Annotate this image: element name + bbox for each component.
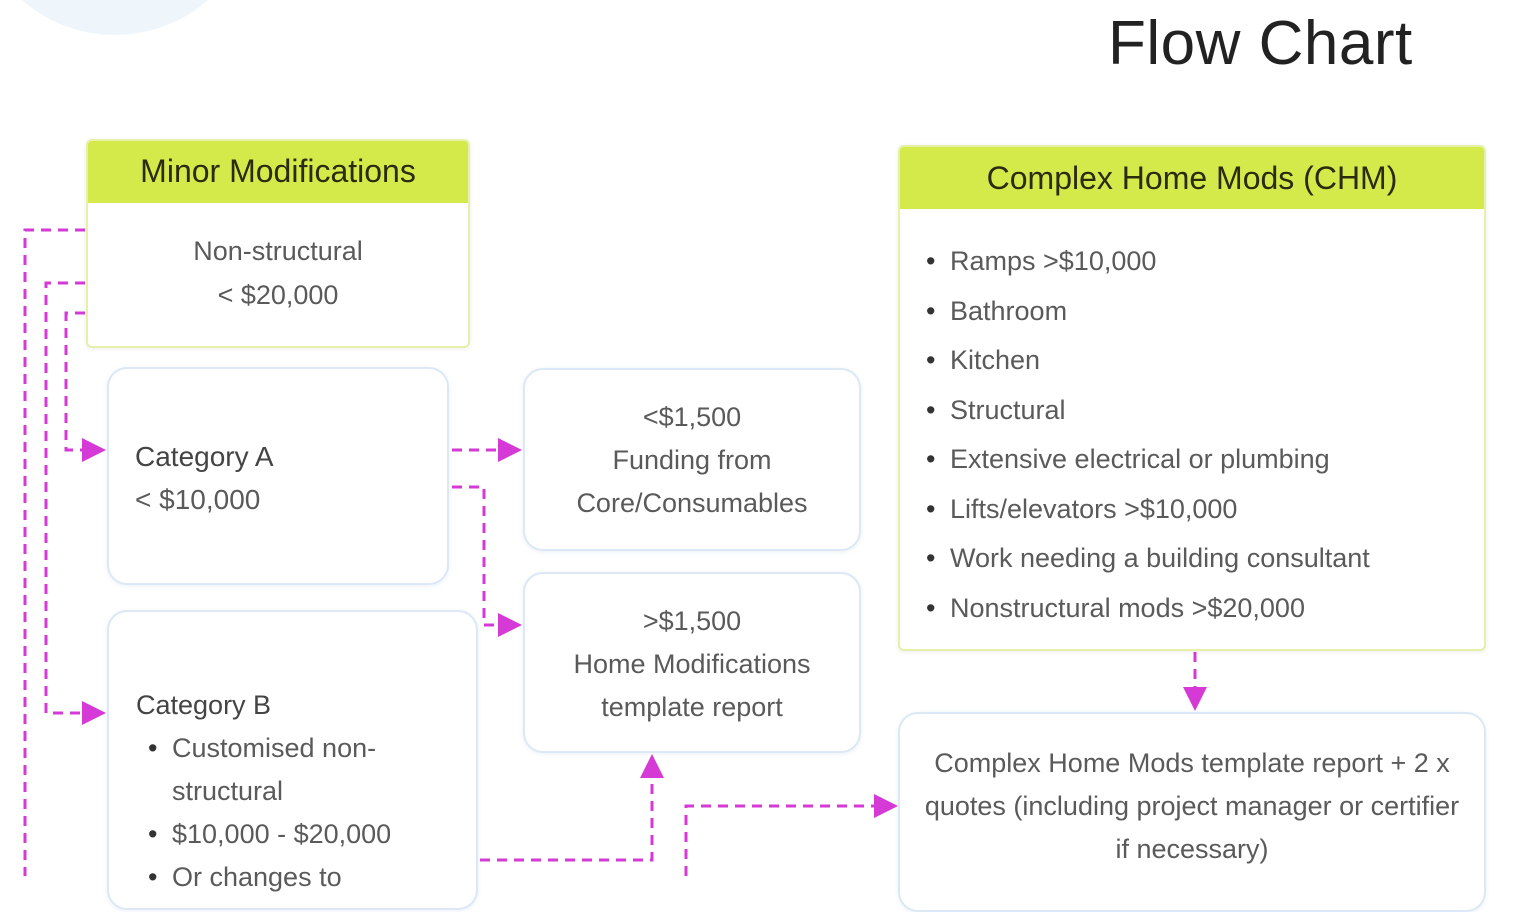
under-1500-line: <$1,500 (642, 402, 742, 432)
over-1500-line: >$1,500 (642, 606, 742, 636)
over-1500-box: >$1,500 Home Modifications template repo… (523, 572, 861, 753)
chm-bullet: Work needing a building consultant (926, 534, 1484, 584)
chm-template-box: Complex Home Mods template report + 2 x … (898, 712, 1486, 912)
under-1500-line: Core/Consumables (576, 488, 808, 518)
minor-modifications-header: Minor Modifications (88, 141, 468, 203)
connector-cat-a-to-over-1500 (452, 485, 522, 637)
chm-bullet: Bathroom (926, 287, 1484, 337)
chm-bullet: Ramps >$10,000 (926, 237, 1484, 287)
chm-box: Complex Home Mods (CHM) Ramps >$10,000 B… (898, 145, 1486, 651)
under-1500-box: <$1,500 Funding from Core/Consumables (523, 368, 861, 551)
connector-minor-to-cat-b (44, 281, 106, 725)
chm-bullet: Kitchen (926, 336, 1484, 386)
connector-minor-trunk (23, 228, 85, 876)
category-b-box: Category B Customised non-structural $10… (107, 610, 478, 910)
category-a-box: Category A < $10,000 (107, 367, 449, 585)
over-1500-line: template report (601, 692, 783, 722)
connector-to-chm-template (684, 794, 898, 876)
chm-bullet: Nonstructural mods >$20,000 (926, 584, 1484, 634)
under-1500-line: Funding from (612, 445, 772, 475)
minor-line: Non-structural (193, 236, 363, 266)
chm-bullet: Lifts/elevators >$10,000 (926, 485, 1484, 535)
connector-cat-b-to-over-1500 (480, 754, 664, 862)
category-b-bullet: Customised non-structural (148, 727, 442, 813)
category-b-bullet: $10,000 - $20,000 (148, 813, 442, 856)
minor-modifications-box: Minor Modifications Non-structural < $20… (86, 139, 470, 348)
category-b-bullet: Or changes to (148, 856, 442, 899)
category-b-title: Category B (136, 690, 272, 720)
category-a-value: < $10,000 (135, 484, 261, 515)
minor-line: < $20,000 (217, 280, 339, 310)
chm-bullet: Structural (926, 386, 1484, 436)
category-a-title: Category A (135, 441, 274, 472)
chm-bullet: Extensive electrical or plumbing (926, 435, 1484, 485)
over-1500-line: Home Modifications (573, 649, 811, 679)
page-title: Flow Chart (1108, 9, 1413, 78)
connector-minor-to-cat-a (64, 311, 106, 462)
connectors (23, 228, 1207, 876)
chm-template-text: Complex Home Mods template report + 2 x … (924, 748, 1460, 864)
chm-header: Complex Home Mods (CHM) (900, 147, 1484, 209)
